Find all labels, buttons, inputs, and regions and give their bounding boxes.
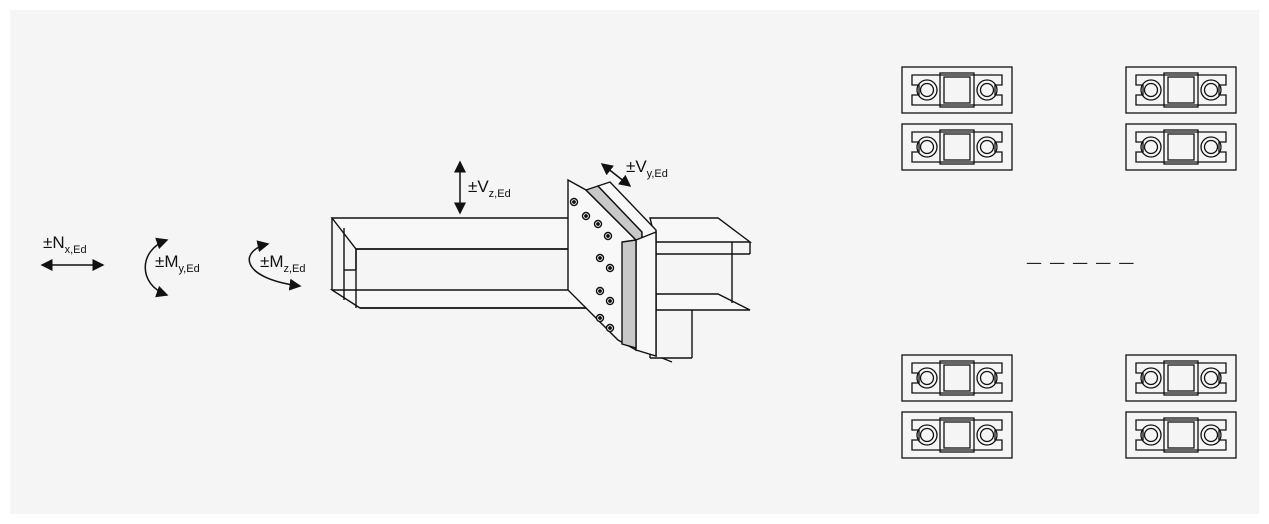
shear-z-label: ±Vz,Ed (468, 177, 511, 200)
bolt-detail-icon (901, 354, 1013, 402)
bolt-detail-icon (901, 66, 1013, 114)
bolt-detail-icon (901, 123, 1013, 171)
diagram-canvas: ±Nx,Ed ±My,Ed ±Mz,Ed ±Vz,Ed ±Vy,Ed — — —… (10, 10, 1259, 514)
bolt-detail-icon (1125, 411, 1237, 459)
shear-y-arrow-icon (600, 163, 632, 187)
moment-z-arrow-icon (248, 240, 302, 291)
moment-y-arrow-icon (144, 237, 169, 298)
connection-drawing (40, 66, 1237, 459)
right-beam (649, 217, 753, 311)
bolt-detail-icon (901, 411, 1013, 459)
shear-y-label: ±Vy,Ed (626, 157, 668, 180)
left-beam (329, 217, 611, 309)
plate-bolts (569, 197, 615, 333)
moment-y-label: ±My,Ed (155, 252, 200, 275)
end-plates (567, 178, 657, 358)
bolt-detail-icon (1125, 123, 1237, 171)
moment-z-label: ±Mz,Ed (260, 252, 306, 275)
bolt-detail-icon (1125, 66, 1237, 114)
bolt-detail-group (901, 66, 1237, 459)
separator-dashes: — — — — — (1026, 253, 1136, 272)
bolt-detail-icon (1125, 354, 1237, 402)
axial-force-label: ±Nx,Ed (43, 233, 87, 256)
